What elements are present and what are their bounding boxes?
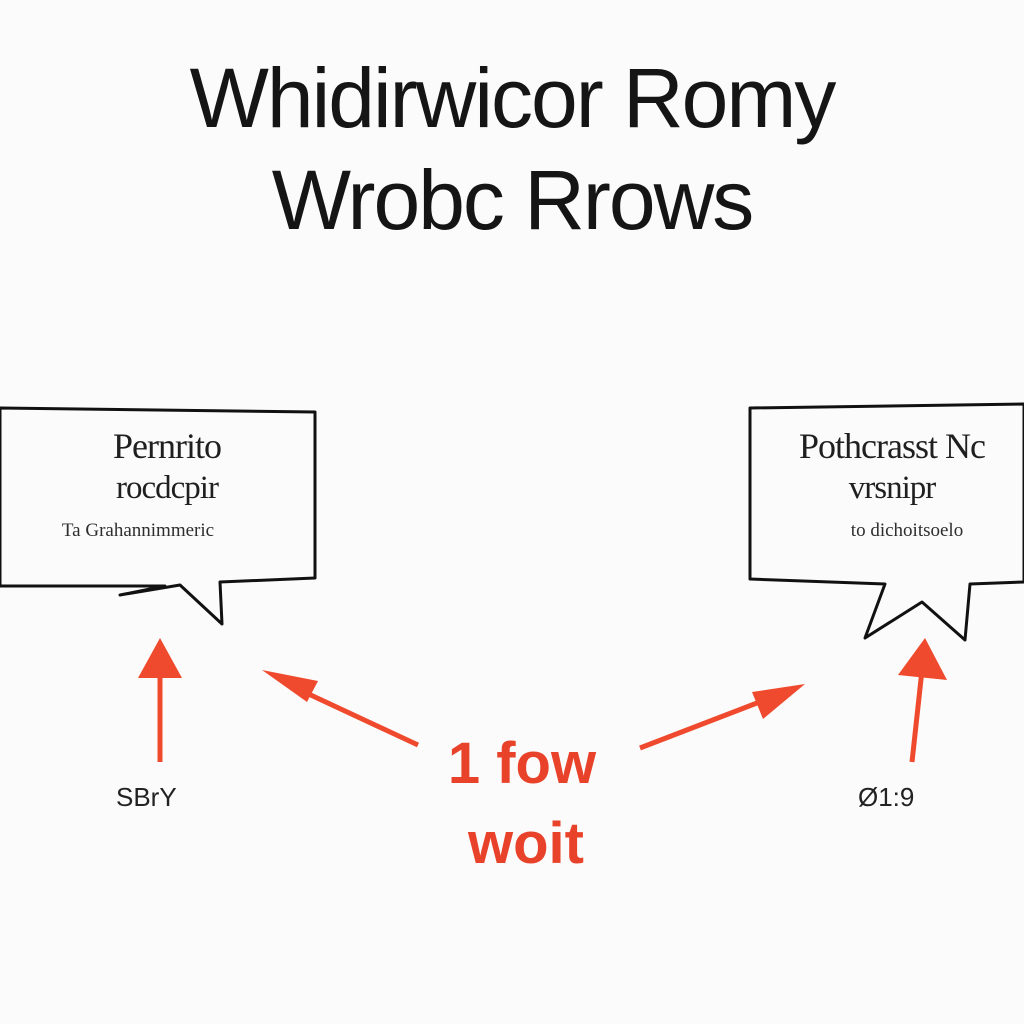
left-up-arrow (138, 638, 182, 762)
left-speech-box (0, 406, 317, 626)
right-speech-box (748, 402, 1024, 642)
left-diagonal-arrow (262, 670, 420, 748)
left-source-label: SBrY (116, 782, 177, 812)
right-up-arrow (898, 638, 947, 763)
diagram-title-line-1: Whidirwicor Romy (189, 51, 837, 145)
diagram-title-line-2: Wrobc Rrows (271, 153, 755, 247)
flow-label-line-1: 1 fow (447, 731, 597, 796)
left-box-detail: Ta Grahannimmeric (61, 520, 215, 541)
right-source-label: Ø1:9 (858, 782, 915, 812)
flow-label-line-2: woit (468, 811, 584, 876)
left-box-heading: Pernrito (113, 426, 222, 466)
left-box-subheading: rocdcpir (116, 470, 219, 506)
right-box-detail: to dichoitsoelo (850, 520, 964, 541)
right-diagonal-arrow (639, 684, 805, 751)
right-box-subheading: vrsnipr (848, 470, 937, 506)
right-box-heading: Pothcrasst Nc (799, 426, 986, 466)
